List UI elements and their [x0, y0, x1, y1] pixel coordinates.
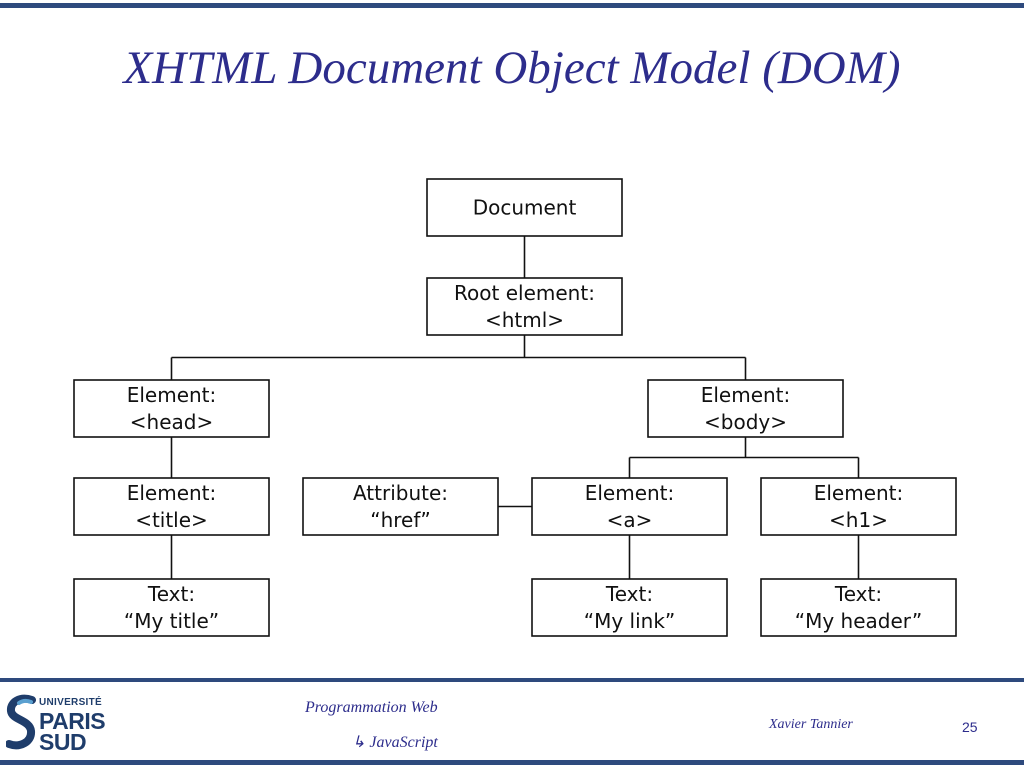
- node-label: <title>: [135, 508, 208, 532]
- tree-edges: [170, 236, 860, 579]
- node-label: Element:: [585, 481, 675, 505]
- node-label: Document: [473, 196, 577, 220]
- node-box: [760, 477, 957, 536]
- logo-sud: SUD: [39, 729, 87, 755]
- node-body: Element: <body>: [647, 379, 844, 438]
- node-head: Element: <head>: [73, 379, 270, 438]
- node-box: [426, 277, 623, 336]
- node-label: Element:: [701, 383, 791, 407]
- node-label: “My link”: [584, 609, 676, 633]
- node-box: [426, 178, 623, 237]
- node-box: [302, 477, 499, 536]
- node-label: <a>: [607, 508, 653, 532]
- node-text-title: Text: “My title”: [73, 578, 270, 637]
- footer-topic: ↳ JavaScript: [352, 732, 438, 752]
- node-label: <html>: [485, 308, 564, 332]
- node-label: Element:: [127, 383, 217, 407]
- node-box: [73, 578, 270, 637]
- node-label: Text:: [605, 582, 653, 606]
- node-box: [647, 379, 844, 438]
- node-label: “My header”: [795, 609, 922, 633]
- slide-title: XHTML Document Object Model (DOM): [123, 42, 901, 94]
- node-label: Attribute:: [353, 481, 448, 505]
- footer-rule: [0, 678, 1024, 682]
- node-attr: Attribute: “href”: [302, 477, 499, 536]
- arrow-icon: ↳: [352, 734, 366, 751]
- footer-course: Programmation Web: [305, 699, 438, 716]
- node-a: Element: <a>: [531, 477, 728, 536]
- node-box: [531, 477, 728, 536]
- node-label: Element:: [127, 481, 217, 505]
- node-label: <body>: [704, 410, 787, 434]
- node-box: [73, 477, 270, 536]
- logo-universite: UNIVERSITÉ: [39, 697, 103, 708]
- node-root: Root element: <html>: [426, 277, 623, 336]
- node-h1: Element: <h1>: [760, 477, 957, 536]
- node-label: “My title”: [124, 609, 219, 633]
- node-document: Document: [426, 178, 623, 237]
- node-label: <head>: [130, 410, 213, 434]
- node-text-link: Text: “My link”: [531, 578, 728, 637]
- bottom-rule: [0, 760, 1024, 765]
- top-rule: [0, 3, 1024, 8]
- node-label: Element:: [814, 481, 904, 505]
- page-number: 25: [962, 719, 978, 735]
- node-label: Text:: [834, 582, 882, 606]
- node-label: Text:: [147, 582, 195, 606]
- logo-s-icon: [6, 694, 36, 750]
- node-text-header: Text: “My header”: [760, 578, 957, 637]
- node-box: [73, 379, 270, 438]
- node-box: [760, 578, 957, 637]
- node-title: Element: <title>: [73, 477, 270, 536]
- node-box: [531, 578, 728, 637]
- logo-paris: PARIS: [39, 708, 106, 734]
- footer-topic-label: JavaScript: [369, 734, 438, 751]
- university-logo: UNIVERSITÉ PARIS SUD: [6, 694, 116, 755]
- node-label: “href”: [370, 508, 431, 532]
- footer-author: Xavier Tannier: [769, 717, 853, 732]
- node-label: Root element:: [454, 281, 595, 305]
- node-label: <h1>: [829, 508, 888, 532]
